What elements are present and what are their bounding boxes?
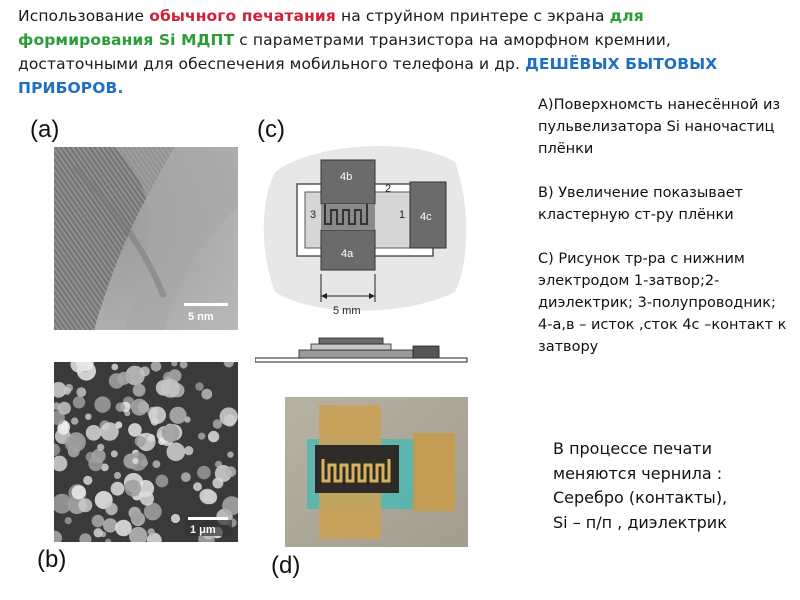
panel-d-photo [285,397,468,547]
gate-contact-photo [413,433,455,511]
label-4c: 4c [420,211,432,223]
note-a: А)Поверхномсть нанесённой из пульвелизат… [538,97,781,157]
side-notes-printing: В процессе печати меняются чернила : Сер… [553,437,793,535]
gate-contact-4c [409,181,447,249]
electrode-4b [320,159,376,205]
panel-c-schematic: 4b 4a 4c 1 2 3 5 mm [255,132,475,322]
panel-a-scalebar [184,303,228,306]
title-highlight-ordinary-printing: обычного печатания [149,7,336,25]
note-b: В) Увеличение показывает кластерную ст-р… [538,185,744,223]
note-d1: В процессе печати меняются чернила : [553,439,723,483]
panel-a-scale-label: 5 nm [188,311,214,323]
side-notes: А)Поверхномсть нанесённой из пульвелизат… [538,94,788,358]
panel-b-sem-image: 1 μm [54,362,238,542]
title-highlight-for-forming: для формирования [18,7,644,49]
title-seg1: Использование [18,7,150,25]
panel-b-label: (b) [37,546,67,573]
panel-c-cross-section [255,330,470,370]
note-c: С) Рисунок тр-ра с нижним электродом 1-з… [538,251,787,355]
title-highlight-cheap-devices: ДЕШЁВЫХ БЫТОВЫХ ПРИБОРОВ. [18,55,718,97]
title-seg6: с параметрами транзистора на аморфном кр… [18,31,671,73]
label-4b: 4b [340,171,352,183]
label-2: 2 [385,183,391,195]
label-3: 3 [310,209,316,221]
label-1: 1 [399,209,405,221]
note-d3: Si – п/п , диэлектрик [553,512,727,532]
title-highlight-si-mdpt: Si МДПТ [158,31,235,49]
panel-a-label: (a) [30,116,60,143]
panel-a-tem-image: 5 nm [54,147,238,330]
note-d2: Серебро (контакты), [553,488,728,507]
label-4a: 4a [341,248,354,260]
dimension-label: 5 mm [333,305,361,317]
title-seg3: на струйном принтере с экрана [335,7,610,25]
panel-b-scale-label: 1 μm [190,524,216,536]
slide-title: Использование обычного печатания на стру… [18,4,718,100]
panel-d-label: (d) [271,552,301,579]
panel-c-label: (c) [257,116,285,143]
panel-b-scalebar [188,517,228,520]
